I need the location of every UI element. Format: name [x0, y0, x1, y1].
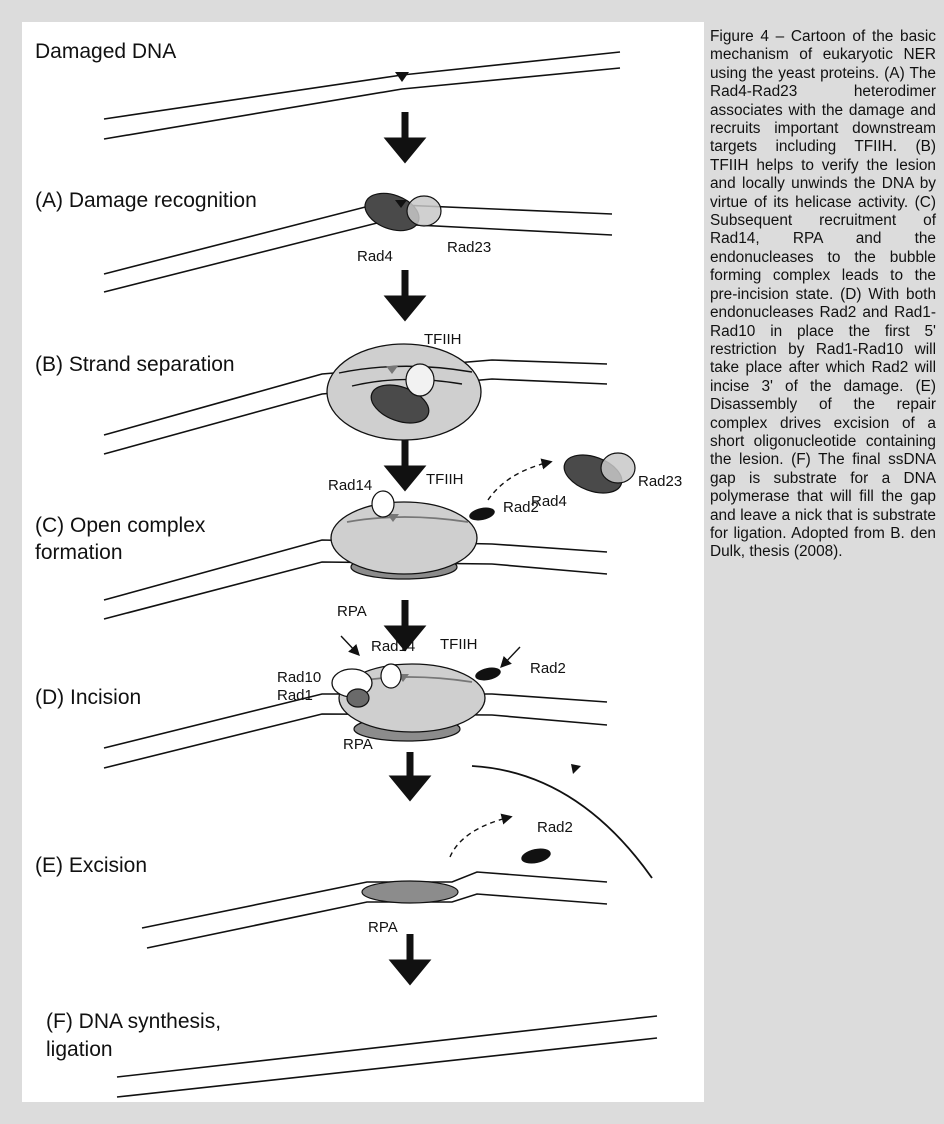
rad23-released: [601, 453, 635, 483]
step-arrow-3: [391, 440, 419, 486]
ner-diagram: Damaged DNA (A) Damage recognition Rad4 …: [22, 22, 704, 1102]
rad14-shape-d: [381, 664, 401, 688]
label-rad23-a: Rad23: [447, 239, 491, 256]
step-arrow-2: [391, 270, 419, 316]
label-step-c-line2: formation: [35, 541, 123, 564]
incision-arrow-5prime: [341, 636, 358, 654]
rad14-shape-c: [372, 491, 394, 517]
label-rad10: Rad10: [277, 669, 321, 686]
label-rpa-e: RPA: [368, 919, 398, 936]
label-rpa-d: RPA: [343, 736, 373, 753]
label-rad4-a: Rad4: [357, 248, 393, 265]
label-rpa-c: RPA: [337, 603, 367, 620]
label-step-f-line2: ligation: [46, 1038, 113, 1061]
rpa-shape-e: [362, 881, 458, 903]
step-arrow-5: [396, 752, 424, 796]
rad1-shape: [347, 689, 369, 707]
label-damaged-dna: Damaged DNA: [35, 40, 176, 63]
figure-caption: Figure 4 – Cartoon of the basic mechanis…: [710, 28, 936, 562]
label-tfiih-d: TFIIH: [440, 636, 478, 653]
label-rad2-c: Rad2: [503, 499, 539, 516]
label-step-c-line1: (C) Open complex: [35, 514, 206, 537]
dna-damaged: [104, 52, 620, 139]
dissociation-arrow-e: [450, 817, 510, 857]
label-step-a: (A) Damage recognition: [35, 189, 257, 212]
label-step-e: (E) Excision: [35, 854, 147, 877]
label-rad2-d: Rad2: [530, 660, 566, 677]
lesion-marker: [395, 72, 409, 82]
label-step-d: (D) Incision: [35, 686, 141, 709]
label-step-b: (B) Strand separation: [35, 353, 235, 376]
label-tfiih-c: TFIIH: [426, 471, 464, 488]
label-rad14-c: Rad14: [328, 477, 372, 494]
label-rad23-released: Rad23: [638, 473, 682, 490]
label-tfiih-b: TFIIH: [424, 331, 462, 348]
label-step-f-line1: (F) DNA synthesis,: [46, 1010, 221, 1033]
diagram-panel: Damaged DNA (A) Damage recognition Rad4 …: [22, 22, 704, 1102]
step-arrow-6: [396, 934, 424, 980]
tfiih-complex-c: [331, 502, 477, 574]
rad23-shape-b: [406, 364, 434, 396]
label-rad14-d: Rad14: [371, 638, 415, 655]
rad2-shape-c: [468, 505, 496, 522]
label-rad2-e: Rad2: [537, 819, 573, 836]
rad23-shape: [407, 196, 441, 226]
incision-arrow-3prime: [502, 647, 520, 666]
rad2-shape-e: [520, 846, 552, 866]
dna-step-e: [142, 872, 607, 948]
lesion-marker: [571, 764, 581, 774]
rad2-shape-d: [474, 665, 502, 682]
label-rad1: Rad1: [277, 687, 313, 704]
step-arrow-1: [391, 112, 419, 158]
